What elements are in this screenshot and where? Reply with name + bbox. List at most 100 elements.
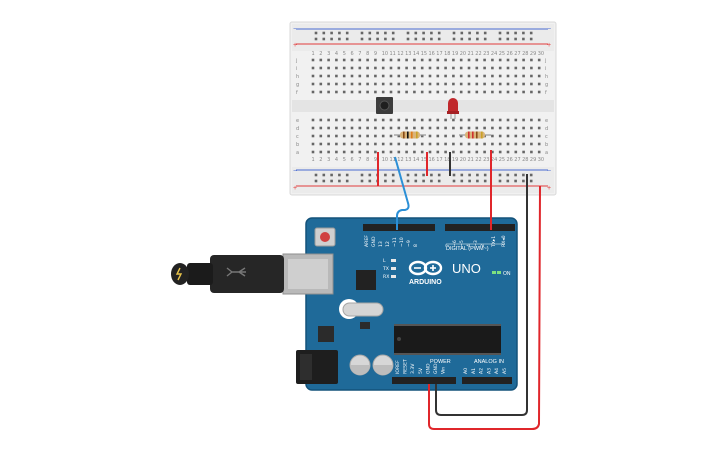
breadboard-hole[interactable] (366, 82, 369, 86)
breadboard-hole[interactable] (436, 66, 440, 70)
breadboard-hole[interactable] (530, 118, 533, 122)
breadboard-hole[interactable] (452, 173, 456, 177)
breadboard-hole[interactable] (358, 142, 362, 146)
breadboard-hole[interactable] (506, 118, 510, 122)
breadboard-hole[interactable] (437, 179, 441, 183)
breadboard-hole[interactable] (498, 74, 502, 78)
breadboard-hole[interactable] (498, 173, 502, 177)
breadboard-hole[interactable] (374, 134, 377, 138)
breadboard-hole[interactable] (405, 142, 408, 146)
breadboard-hole[interactable] (384, 179, 387, 183)
breadboard-hole[interactable] (522, 66, 525, 70)
breadboard-hole[interactable] (381, 134, 385, 138)
breadboard-hole[interactable] (389, 82, 393, 86)
breadboard-hole[interactable] (345, 37, 349, 41)
breadboard-hole[interactable] (506, 31, 510, 35)
breadboard-hole[interactable] (529, 31, 533, 35)
breadboard-hole[interactable] (338, 179, 341, 183)
breadboard-hole[interactable] (483, 150, 486, 154)
breadboard-hole[interactable] (452, 74, 455, 78)
breadboard-hole[interactable] (483, 126, 486, 130)
breadboard-hole[interactable] (391, 173, 395, 177)
breadboard-hole[interactable] (335, 150, 338, 154)
breadboard-hole[interactable] (476, 179, 479, 183)
breadboard-hole[interactable] (514, 134, 518, 138)
breadboard-hole[interactable] (459, 118, 463, 122)
breadboard-hole[interactable] (374, 74, 377, 78)
breadboard-hole[interactable] (397, 66, 401, 70)
breadboard-hole[interactable] (498, 118, 502, 122)
breadboard-hole[interactable] (381, 82, 385, 86)
breadboard-hole[interactable] (459, 66, 463, 70)
breadboard-hole[interactable] (428, 74, 432, 78)
breadboard-hole[interactable] (314, 179, 318, 183)
breadboard-hole[interactable] (374, 58, 377, 62)
breadboard-hole[interactable] (335, 118, 338, 122)
breadboard-hole[interactable] (530, 74, 533, 78)
breadboard-hole[interactable] (537, 134, 541, 138)
breadboard-hole[interactable] (360, 37, 364, 41)
breadboard-hole[interactable] (428, 150, 432, 154)
breadboard-hole[interactable] (529, 37, 533, 41)
breadboard-hole[interactable] (514, 74, 518, 78)
breadboard-hole[interactable] (522, 142, 525, 146)
breadboard-hole[interactable] (335, 142, 338, 146)
breadboard-hole[interactable] (514, 90, 518, 94)
breadboard-hole[interactable] (491, 150, 494, 154)
wire-blue-pin12[interactable] (394, 156, 410, 230)
breadboard-hole[interactable] (405, 74, 408, 78)
breadboard-hole[interactable] (537, 74, 541, 78)
breadboard-hole[interactable] (483, 66, 486, 70)
breadboard-hole[interactable] (314, 31, 318, 35)
breadboard-hole[interactable] (530, 150, 533, 154)
breadboard-hole[interactable] (483, 74, 486, 78)
breadboard-hole[interactable] (483, 31, 487, 35)
breadboard-hole[interactable] (459, 150, 463, 154)
breadboard-hole[interactable] (506, 74, 510, 78)
breadboard-hole[interactable] (428, 118, 432, 122)
pushbutton[interactable] (376, 97, 393, 114)
breadboard-hole[interactable] (422, 179, 425, 183)
breadboard-hole[interactable] (475, 58, 479, 62)
breadboard-hole[interactable] (413, 90, 416, 94)
breadboard-hole[interactable] (475, 142, 479, 146)
breadboard-hole[interactable] (405, 118, 408, 122)
breadboard-hole[interactable] (335, 74, 338, 78)
breadboard-hole[interactable] (311, 134, 315, 138)
breadboard-hole[interactable] (350, 90, 354, 94)
breadboard-hole[interactable] (522, 179, 525, 183)
breadboard-hole[interactable] (514, 126, 518, 130)
breadboard-hole[interactable] (413, 126, 416, 130)
breadboard-hole[interactable] (311, 90, 315, 94)
breadboard-hole[interactable] (467, 82, 471, 86)
breadboard-hole[interactable] (327, 82, 330, 86)
breadboard-hole[interactable] (460, 173, 464, 177)
breadboard-hole[interactable] (366, 126, 369, 130)
breadboard-hole[interactable] (483, 173, 487, 177)
breadboard-hole[interactable] (467, 90, 471, 94)
breadboard-hole[interactable] (436, 142, 440, 146)
breadboard-hole[interactable] (452, 134, 455, 138)
breadboard-hole[interactable] (319, 74, 323, 78)
breadboard-hole[interactable] (405, 90, 408, 94)
breadboard-hole[interactable] (483, 142, 486, 146)
breadboard-hole[interactable] (483, 58, 486, 62)
breadboard-hole[interactable] (342, 82, 346, 86)
breadboard-hole[interactable] (322, 37, 326, 41)
breadboard-hole[interactable] (436, 74, 440, 78)
breadboard-hole[interactable] (428, 66, 432, 70)
breadboard-hole[interactable] (345, 179, 349, 183)
breadboard-hole[interactable] (335, 66, 338, 70)
breadboard-hole[interactable] (514, 150, 518, 154)
breadboard-hole[interactable] (444, 58, 447, 62)
breadboard-hole[interactable] (459, 82, 463, 86)
breadboard-hole[interactable] (311, 66, 315, 70)
breadboard-hole[interactable] (498, 126, 502, 130)
breadboard-hole[interactable] (413, 66, 416, 70)
breadboard-hole[interactable] (358, 118, 362, 122)
breadboard-hole[interactable] (506, 179, 510, 183)
breadboard-hole[interactable] (406, 31, 410, 35)
breadboard-hole[interactable] (444, 142, 447, 146)
breadboard-hole[interactable] (420, 150, 424, 154)
breadboard-hole[interactable] (522, 150, 525, 154)
